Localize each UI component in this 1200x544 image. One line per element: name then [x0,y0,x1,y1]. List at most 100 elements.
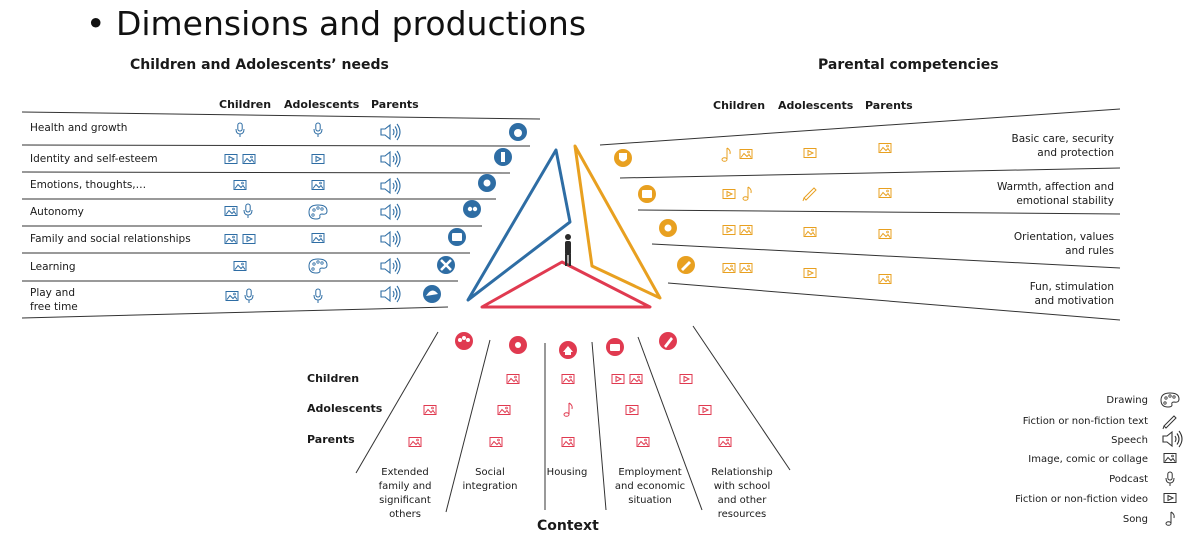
image-icon [423,405,437,415]
right-media-icons [721,143,892,284]
legend-image-label: Image, comic or collage [1028,454,1148,465]
video-icon [224,154,238,164]
left-col-adolescents: Adolescents [284,98,360,111]
image-icon [636,437,650,447]
context-row-parents: Parents [307,433,355,446]
competency-warmth: Warmth, affection and emotional stabilit… [996,181,1114,207]
drawing-icon [308,258,328,274]
need-play: Play and free time [30,287,78,313]
video-icon [242,234,256,244]
competency-basic-care: Basic care, security and protection [1011,133,1115,159]
legend-video-label: Fiction or non-fiction video [1015,494,1148,505]
mic-icon [235,122,245,138]
video-icon [722,189,736,199]
drawing-icon [1160,392,1180,408]
context-extended-family: Extended family and significant others [378,467,432,520]
legend-song-label: Song [1122,514,1148,525]
mic-icon [243,203,253,219]
speaker-icon [380,150,401,168]
image-icon [233,180,247,190]
right-col-adolescents: Adolescents [778,99,854,112]
context-category-icons [455,332,677,359]
left-media-icons [224,122,401,304]
right-category-icons [614,149,695,274]
video-icon [1163,493,1177,503]
music-note-icon [721,147,731,162]
image-icon [224,234,238,244]
triangle-orange-side [573,144,662,300]
need-family: Family and social relationships [30,233,191,245]
context-title: Context [537,518,599,534]
left-row-lines [21,111,541,319]
image-icon [233,261,247,271]
video-icon [611,374,625,384]
legend-icons [1160,392,1183,526]
right-col-children: Children [713,99,766,112]
image-icon [722,263,736,273]
image-icon [561,374,575,384]
video-icon [722,225,736,235]
image-icon [497,405,511,415]
need-autonomy: Autonomy [30,206,84,218]
left-col-children: Children [219,98,272,111]
page-title: • Dimensions and productions [86,4,587,43]
context-relationship-school: Relationship with school and other resou… [711,467,773,520]
competency-fun: Fun, stimulation and motivation [1029,281,1114,307]
image-icon [878,229,892,239]
speaker-icon [380,257,401,275]
speaker-icon [380,203,401,221]
image-icon [1163,453,1177,463]
left-section-title: Children and Adolescents’ needs [130,57,389,73]
video-icon [698,405,712,415]
need-emotions: Emotions, thoughts,… [30,179,147,191]
image-icon [739,225,753,235]
legend-podcast-label: Podcast [1109,474,1148,485]
extended-family-icon [455,332,473,350]
pencil-icon [1162,415,1177,430]
triangle-red-side [480,260,652,309]
image-icon [561,437,575,447]
right-row-lines [599,108,1121,321]
video-icon [679,374,693,384]
video-icon [625,405,639,415]
image-icon [311,180,325,190]
legend-speech-label: Speech [1111,435,1148,446]
video-icon [311,154,325,164]
image-icon [506,374,520,384]
need-identity: Identity and self-esteem [30,153,158,165]
music-note-icon [1165,511,1175,526]
context-row-children: Children [307,372,360,385]
drawing-icon [308,204,328,220]
mic-icon [313,122,323,138]
mic-icon [244,288,254,304]
context-social-integration: Social integration [462,467,518,492]
image-icon [489,437,503,447]
context-fan-lines [355,325,791,513]
image-icon [878,274,892,284]
image-icon [242,154,256,164]
image-icon [718,437,732,447]
speaker-icon [380,123,401,141]
legend-drawing-label: Drawing [1106,395,1148,406]
need-health: Health and growth [30,122,128,134]
mic-icon [313,288,323,304]
image-icon [803,227,817,237]
image-icon [224,206,238,216]
speaker-icon [380,230,401,248]
need-learning: Learning [30,261,76,273]
child-figure-icon [565,234,571,266]
microphone-icon [1165,471,1175,487]
speaker-icon [380,285,401,303]
music-note-icon [742,186,752,201]
video-icon [803,268,817,278]
context-row-adolescents: Adolescents [307,402,383,415]
pencil-icon [802,187,817,202]
image-icon [878,188,892,198]
left-category-icons [423,123,527,303]
speaker-icon [380,177,401,195]
triangle-blue-side [466,148,572,302]
video-icon [803,148,817,158]
competency-orientation: Orientation, values and rules [1013,231,1114,257]
context-media-icons [408,374,732,447]
central-triangle [466,144,662,309]
